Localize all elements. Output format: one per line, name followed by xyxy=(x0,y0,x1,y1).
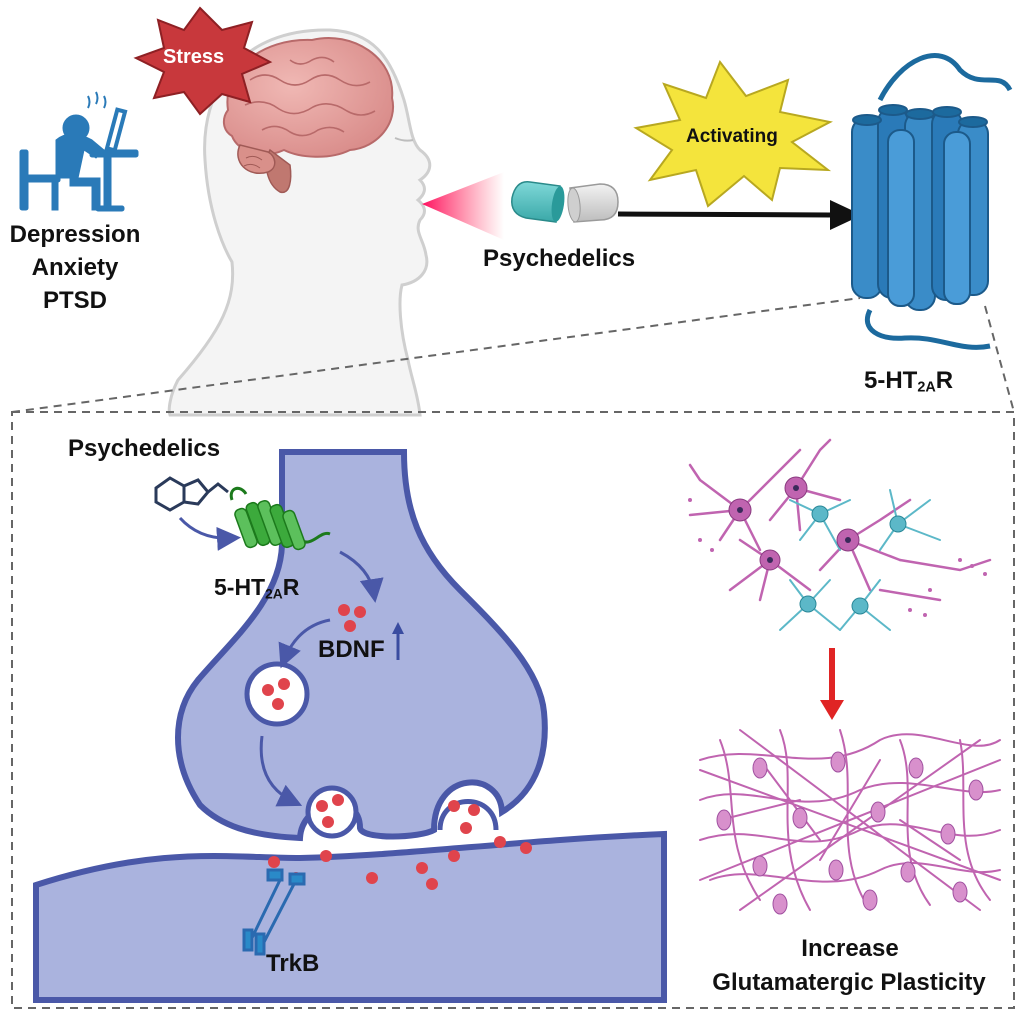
receptor-prefix: 5-HT xyxy=(214,574,266,600)
receptor-subscript: 2A xyxy=(917,379,936,396)
condition-ptsd: PTSD xyxy=(42,287,107,314)
receptor-5ht2a-green xyxy=(229,486,331,551)
internal-vesicle xyxy=(244,661,310,727)
trkb-label: TrkB xyxy=(266,950,320,977)
receptor-label-synapse: 5-HT2AR xyxy=(214,574,300,602)
plasticity-line2: Glutamatergic Plasticity xyxy=(712,969,986,996)
presynaptic-terminal xyxy=(175,449,548,842)
stress-burst xyxy=(133,6,273,116)
docking-vesicle xyxy=(305,785,359,839)
signal-arrow xyxy=(259,735,303,807)
psychedelics-label: Psychedelics xyxy=(483,245,636,272)
receptor-5ht2a-blue xyxy=(851,53,1013,350)
receptor-suffix: R xyxy=(282,574,300,600)
plasticity-line1: Increase xyxy=(801,935,899,962)
activating-label: Activating xyxy=(686,126,778,147)
condition-depression: Depression xyxy=(9,221,141,248)
receptor-prefix: 5-HT xyxy=(864,367,918,394)
signal-arrow xyxy=(278,618,331,669)
dense-neuron-somata xyxy=(716,751,984,915)
binding-arrow xyxy=(178,516,241,551)
sparse-neurons xyxy=(688,438,992,631)
mouth-cone xyxy=(422,172,504,240)
condition-anxiety: Anxiety xyxy=(31,254,119,281)
brain-icon xyxy=(222,37,395,194)
signal-arrow xyxy=(339,550,384,603)
receptor-suffix: R xyxy=(935,367,954,394)
dense-neuron-network xyxy=(699,729,1001,911)
receptor-label-top: 5-HT2AR xyxy=(864,367,954,396)
activating-burst xyxy=(633,59,833,208)
postsynaptic-membrane xyxy=(33,830,667,1003)
bdnf-cluster xyxy=(338,604,366,632)
tryptamine-molecule-icon xyxy=(154,476,229,512)
pill-icon xyxy=(511,181,565,223)
activation-arrow xyxy=(617,211,831,218)
depressed-person-icon xyxy=(19,91,139,212)
synapse-psychedelics-label: Psychedelics xyxy=(68,435,221,462)
receptor-subscript: 2A xyxy=(265,586,283,602)
pill-icon xyxy=(567,183,619,223)
zoom-dashed-lines xyxy=(11,297,1015,1009)
stress-label: Stress xyxy=(163,46,225,68)
bdnf-label: BDNF xyxy=(318,636,385,663)
trkb-receptor xyxy=(242,868,306,956)
